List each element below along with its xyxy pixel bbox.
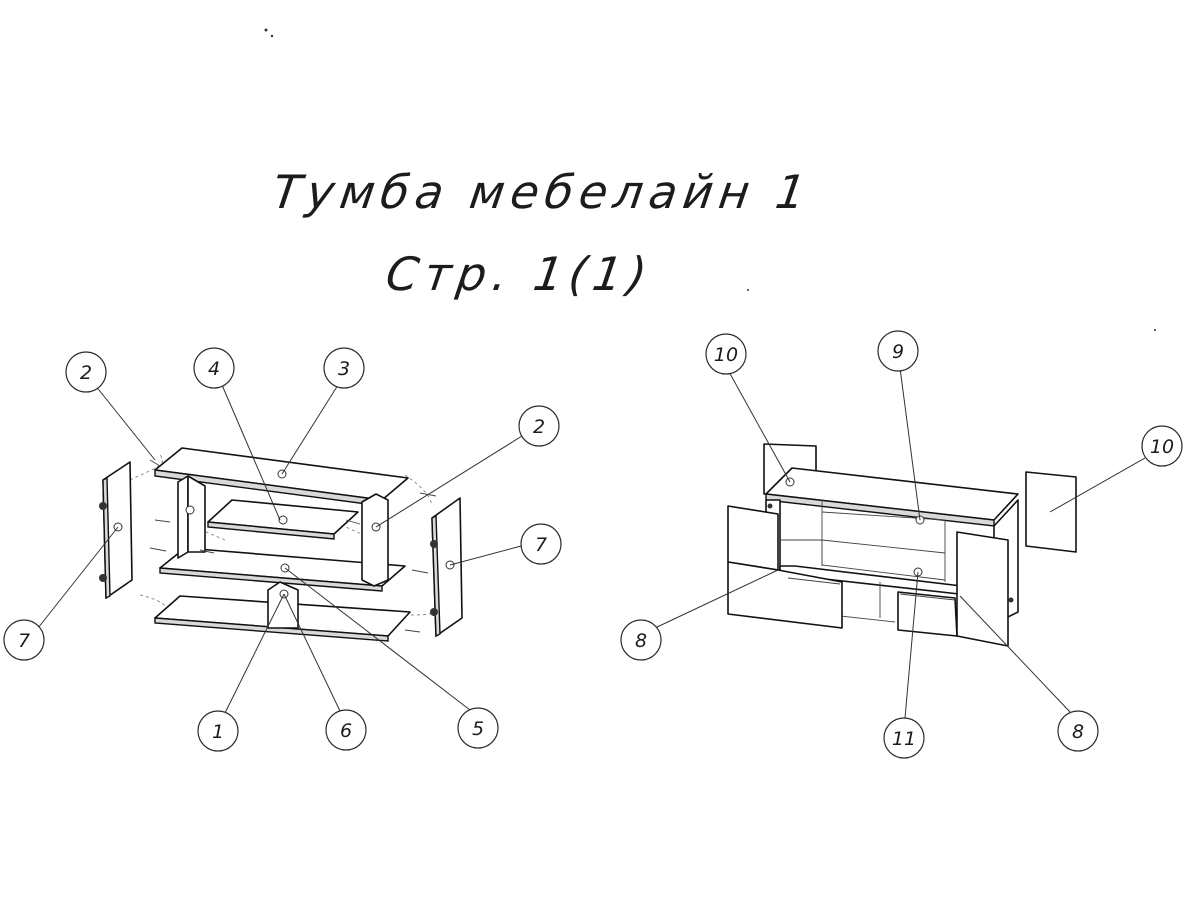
callout-7-right: 7 — [520, 523, 562, 565]
callout-leaders-left — [37, 384, 523, 714]
callout-7-left: 7 — [3, 619, 45, 661]
svg-text:11: 11 — [892, 728, 916, 750]
shelf-panel — [159, 547, 406, 592]
scan-artifacts — [264, 28, 1156, 331]
callout-3: 3 — [323, 347, 365, 389]
svg-text:4: 4 — [208, 358, 220, 380]
svg-text:2: 2 — [533, 416, 545, 438]
door-left — [727, 505, 779, 571]
exploded-assembly-view — [99, 447, 463, 642]
drawer-front — [897, 591, 958, 637]
inner-shelf-panel — [207, 499, 359, 540]
callout-8-left: 8 — [620, 619, 662, 661]
svg-text:3: 3 — [338, 358, 350, 380]
svg-text:10: 10 — [714, 344, 738, 366]
callout-2-right: 2 — [518, 405, 560, 447]
callout-5: 5 — [457, 707, 499, 749]
callout-6: 6 — [325, 709, 367, 751]
side-panel-right — [430, 497, 463, 638]
svg-text:8: 8 — [1072, 721, 1084, 743]
door-right — [956, 531, 1009, 647]
callout-10-left: 10 — [705, 333, 747, 375]
svg-text:6: 6 — [340, 720, 352, 742]
door-fittings — [767, 503, 1014, 603]
inner-partition-left — [177, 475, 206, 559]
callout-4: 4 — [193, 347, 235, 389]
svg-text:7: 7 — [535, 534, 547, 556]
svg-text:5: 5 — [472, 718, 484, 740]
assembled-cabinet-view — [727, 443, 1077, 647]
callout-1: 1 — [197, 710, 239, 752]
callout-9: 9 — [877, 330, 919, 372]
door-front-left — [727, 561, 843, 629]
svg-text:10: 10 — [1150, 436, 1174, 458]
callout-leaders-right — [654, 367, 1146, 719]
svg-text:1: 1 — [212, 721, 224, 743]
svg-text:9: 9 — [892, 341, 904, 363]
callout-8-right: 8 — [1057, 710, 1099, 752]
callout-11: 11 — [883, 717, 925, 759]
svg-text:7: 7 — [18, 630, 30, 652]
callout-10-right: 10 — [1141, 425, 1183, 467]
centre-divider — [267, 581, 299, 629]
inner-partition-right — [361, 493, 389, 587]
drawing-title: Тумба мебелайн 1 — [269, 165, 815, 219]
page-number: Стр. 1(1) — [383, 247, 656, 301]
callout-2-top-left: 2 — [65, 351, 107, 393]
svg-text:2: 2 — [80, 362, 92, 384]
svg-text:8: 8 — [635, 630, 647, 652]
